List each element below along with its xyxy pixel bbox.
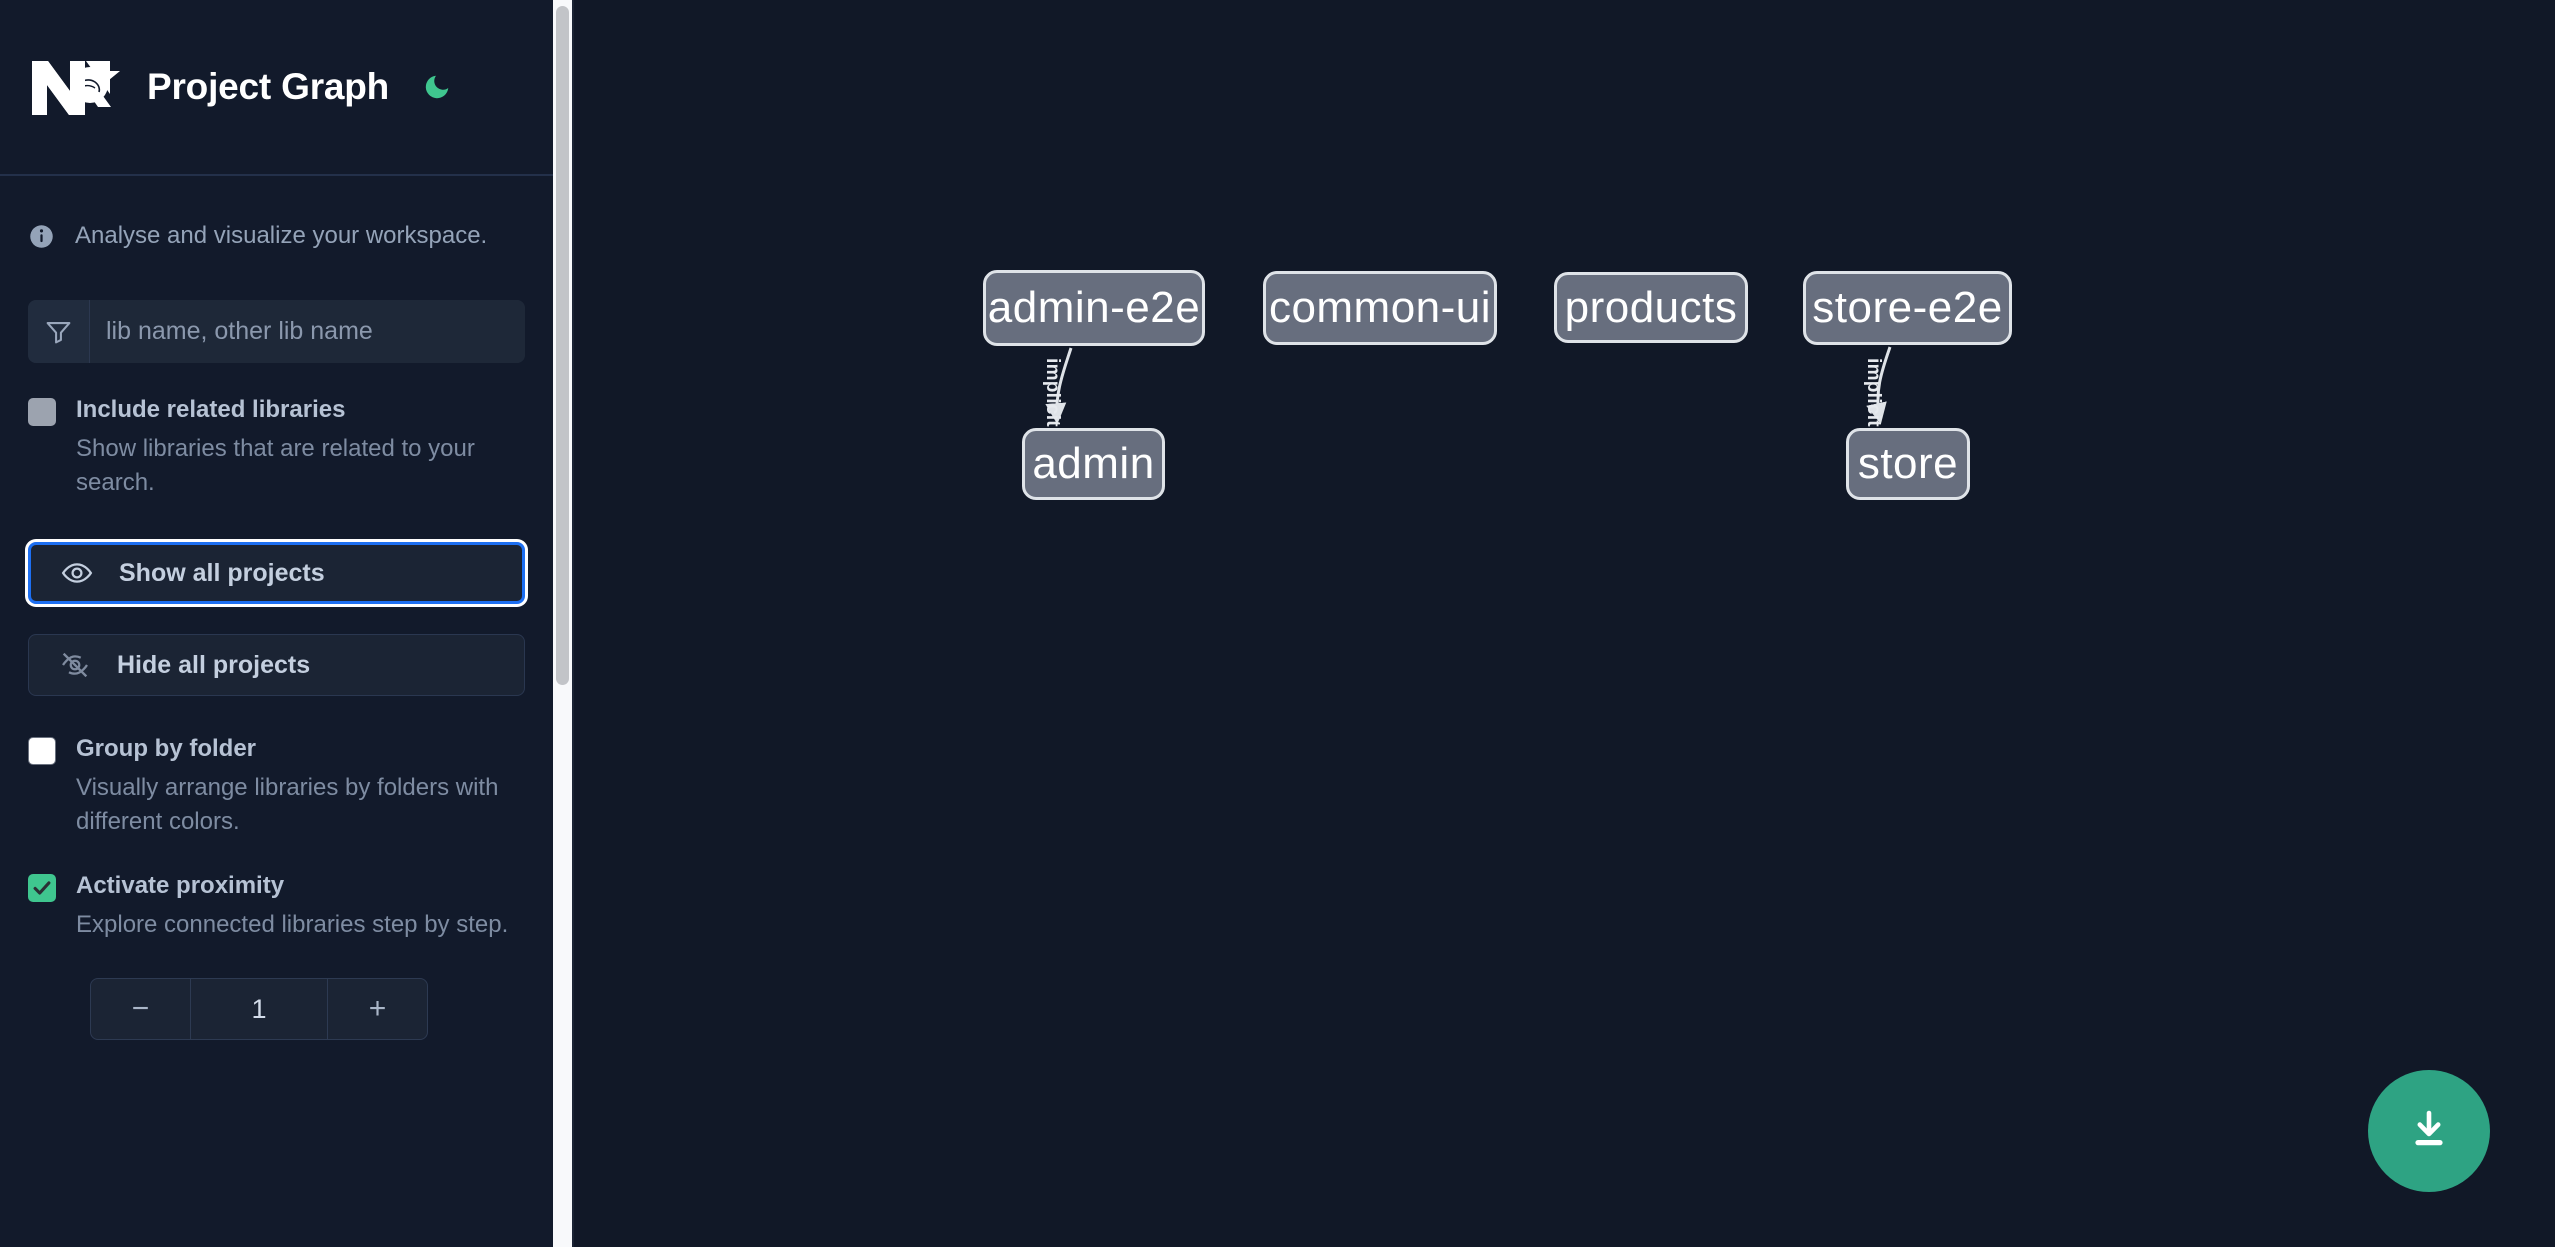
tagline: Analyse and visualize your workspace.: [0, 176, 553, 260]
info-icon: [28, 223, 55, 250]
graph-node-admin-e2e[interactable]: admin-e2e: [983, 270, 1205, 346]
proximity-stepper: − 1 +: [90, 978, 428, 1041]
graph-node-admin[interactable]: admin: [1022, 428, 1165, 500]
edge-store-e2e-store: [1866, 346, 1892, 425]
hide-all-projects-button[interactable]: Hide all projects: [28, 634, 525, 697]
option-include-related-libraries: Include related libraries Show libraries…: [0, 395, 553, 500]
sidebar-header: Project Graph: [0, 0, 553, 176]
eye-off-icon: [57, 647, 93, 683]
node-label: admin-e2e: [987, 283, 1201, 332]
tagline-text: Analyse and visualize your workspace.: [75, 222, 488, 249]
option-group-by-folder: Group by folder Visually arrange librari…: [0, 734, 553, 839]
show-all-projects-button[interactable]: Show all projects: [28, 542, 525, 605]
nx-logo-icon: [28, 55, 121, 119]
option-activate-proximity: Activate proximity Explore connected lib…: [0, 871, 553, 942]
include-related-libraries-checkbox[interactable]: [28, 398, 56, 426]
sidebar-scrollbar-thumb[interactable]: [556, 6, 569, 685]
search-bar: [28, 300, 525, 363]
hide-all-projects-wrap: Hide all projects: [0, 634, 553, 697]
edge-label-admin-implicit: implicit: [1042, 358, 1063, 427]
graph-node-common-ui[interactable]: common-ui: [1263, 271, 1497, 345]
graph-node-store-e2e[interactable]: store-e2e: [1803, 271, 2012, 345]
download-icon: [2405, 1106, 2453, 1157]
hide-all-projects-label: Hide all projects: [117, 650, 311, 679]
proximity-value[interactable]: 1: [251, 993, 267, 1024]
node-label: store-e2e: [1812, 283, 2003, 332]
node-label: common-ui: [1268, 283, 1492, 332]
check-icon: [33, 881, 51, 895]
page-title: Project Graph: [147, 66, 390, 107]
sidebar: Project Graph Analyse and visualize your…: [0, 0, 553, 1247]
show-all-projects-label: Show all projects: [119, 558, 325, 587]
show-all-projects-wrap: Show all projects: [0, 542, 553, 605]
group-by-folder-checkbox[interactable]: [28, 737, 56, 766]
search-input[interactable]: [90, 300, 525, 363]
option-description: Visually arrange libraries by folders wi…: [76, 774, 499, 836]
graph-canvas[interactable]: admin-e2e common-ui products store-e2e a…: [574, 0, 2555, 1247]
proximity-decrement-button[interactable]: −: [91, 979, 191, 1040]
proximity-increment-button[interactable]: +: [327, 979, 427, 1040]
node-label: admin: [1032, 439, 1155, 488]
filter-icon[interactable]: [28, 300, 90, 363]
option-description: Show libraries that are related to your …: [76, 435, 475, 497]
option-label: Include related libraries: [76, 396, 346, 423]
eye-icon: [59, 555, 95, 591]
edge-admin-e2e-admin: [1045, 347, 1073, 425]
moon-icon[interactable]: [417, 67, 457, 107]
edge-label-store-implicit: implicit: [1863, 358, 1884, 427]
node-label: products: [1564, 282, 1738, 332]
option-label: Activate proximity: [76, 872, 285, 900]
download-button[interactable]: [2368, 1070, 2490, 1192]
graph-edges: [1045, 346, 1892, 425]
activate-proximity-checkbox[interactable]: [28, 874, 56, 903]
graph-node-store[interactable]: store: [1846, 428, 1970, 500]
graph-node-products[interactable]: products: [1554, 272, 1748, 343]
option-description: Explore connected libraries step by step…: [76, 911, 509, 939]
sidebar-divider: [572, 0, 574, 1247]
option-label: Group by folder: [76, 735, 256, 763]
node-label: store: [1857, 439, 1959, 488]
